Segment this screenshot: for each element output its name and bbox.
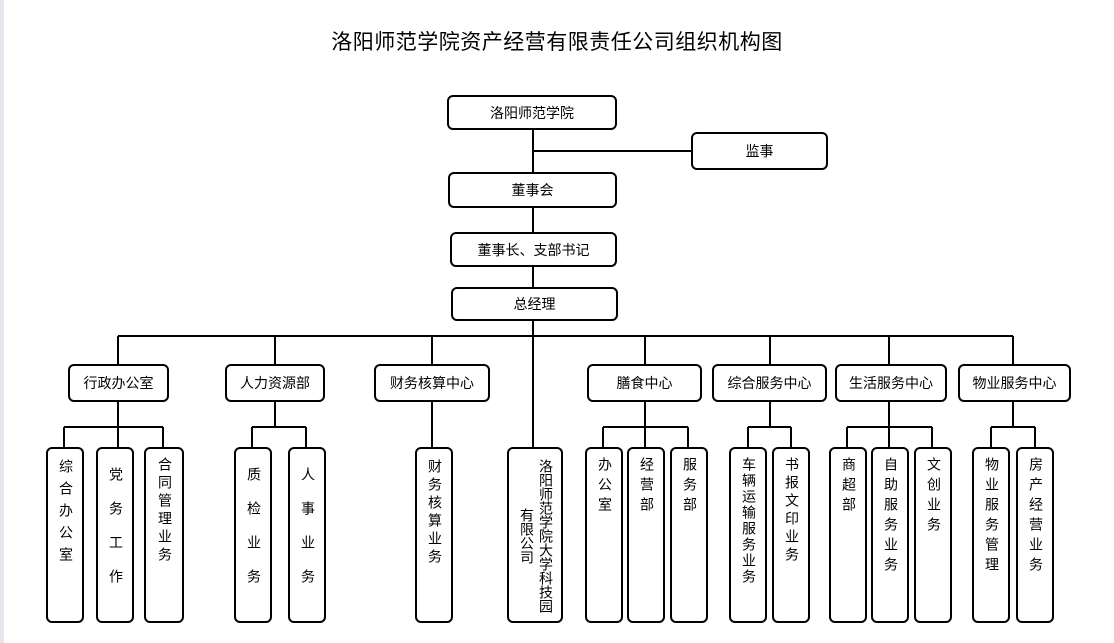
left-edge (0, 0, 4, 643)
leaf-self-service: 自助服务业务 (871, 447, 909, 623)
leaf-service-dept: 服务部 (670, 447, 708, 623)
node-supervisor: 监事 (691, 132, 828, 170)
chart-title: 洛阳师范学院资产经营有限责任公司组织机构图 (331, 30, 783, 54)
node-university: 洛阳师范学院 (447, 95, 617, 130)
node-general-manager: 总经理 (451, 287, 618, 321)
leaf-science-park-company: 洛阳师范学院大学科技园有限公司 (507, 447, 563, 623)
node-board: 董事会 (448, 172, 617, 208)
dept-property-services: 物业服务中心 (958, 364, 1071, 402)
dept-finance: 财务核算中心 (374, 364, 490, 402)
dept-life-services: 生活服务中心 (835, 364, 947, 402)
leaf-property-management: 物业服务管理 (972, 447, 1010, 623)
dept-catering: 膳食中心 (587, 364, 702, 402)
leaf-party-affairs: 党务工作 (96, 447, 134, 623)
leaf-contract-management: 合同管理业务 (144, 447, 184, 623)
leaf-accounting: 财务核算业务 (415, 447, 453, 623)
leaf-real-estate: 房产经营业务 (1016, 447, 1054, 623)
leaf-vehicle-transport: 车辆运输服务业务 (729, 447, 767, 623)
dept-admin-office: 行政办公室 (68, 364, 169, 402)
leaf-catering-office: 办公室 (585, 447, 623, 623)
dept-hr: 人力资源部 (225, 364, 325, 402)
node-chairman: 董事长、支部书记 (450, 232, 617, 267)
leaf-printing-services: 书报文印业务 (772, 447, 810, 623)
leaf-general-office: 综合办公室 (46, 447, 84, 623)
leaf-operations-dept: 经营部 (627, 447, 665, 623)
leaf-creative-business: 文创业务 (914, 447, 952, 623)
leaf-supermarket: 商超部 (829, 447, 867, 623)
leaf-personnel: 人事业务 (288, 447, 326, 623)
dept-general-services: 综合服务中心 (712, 364, 827, 402)
leaf-quality-inspection: 质检业务 (234, 447, 272, 623)
